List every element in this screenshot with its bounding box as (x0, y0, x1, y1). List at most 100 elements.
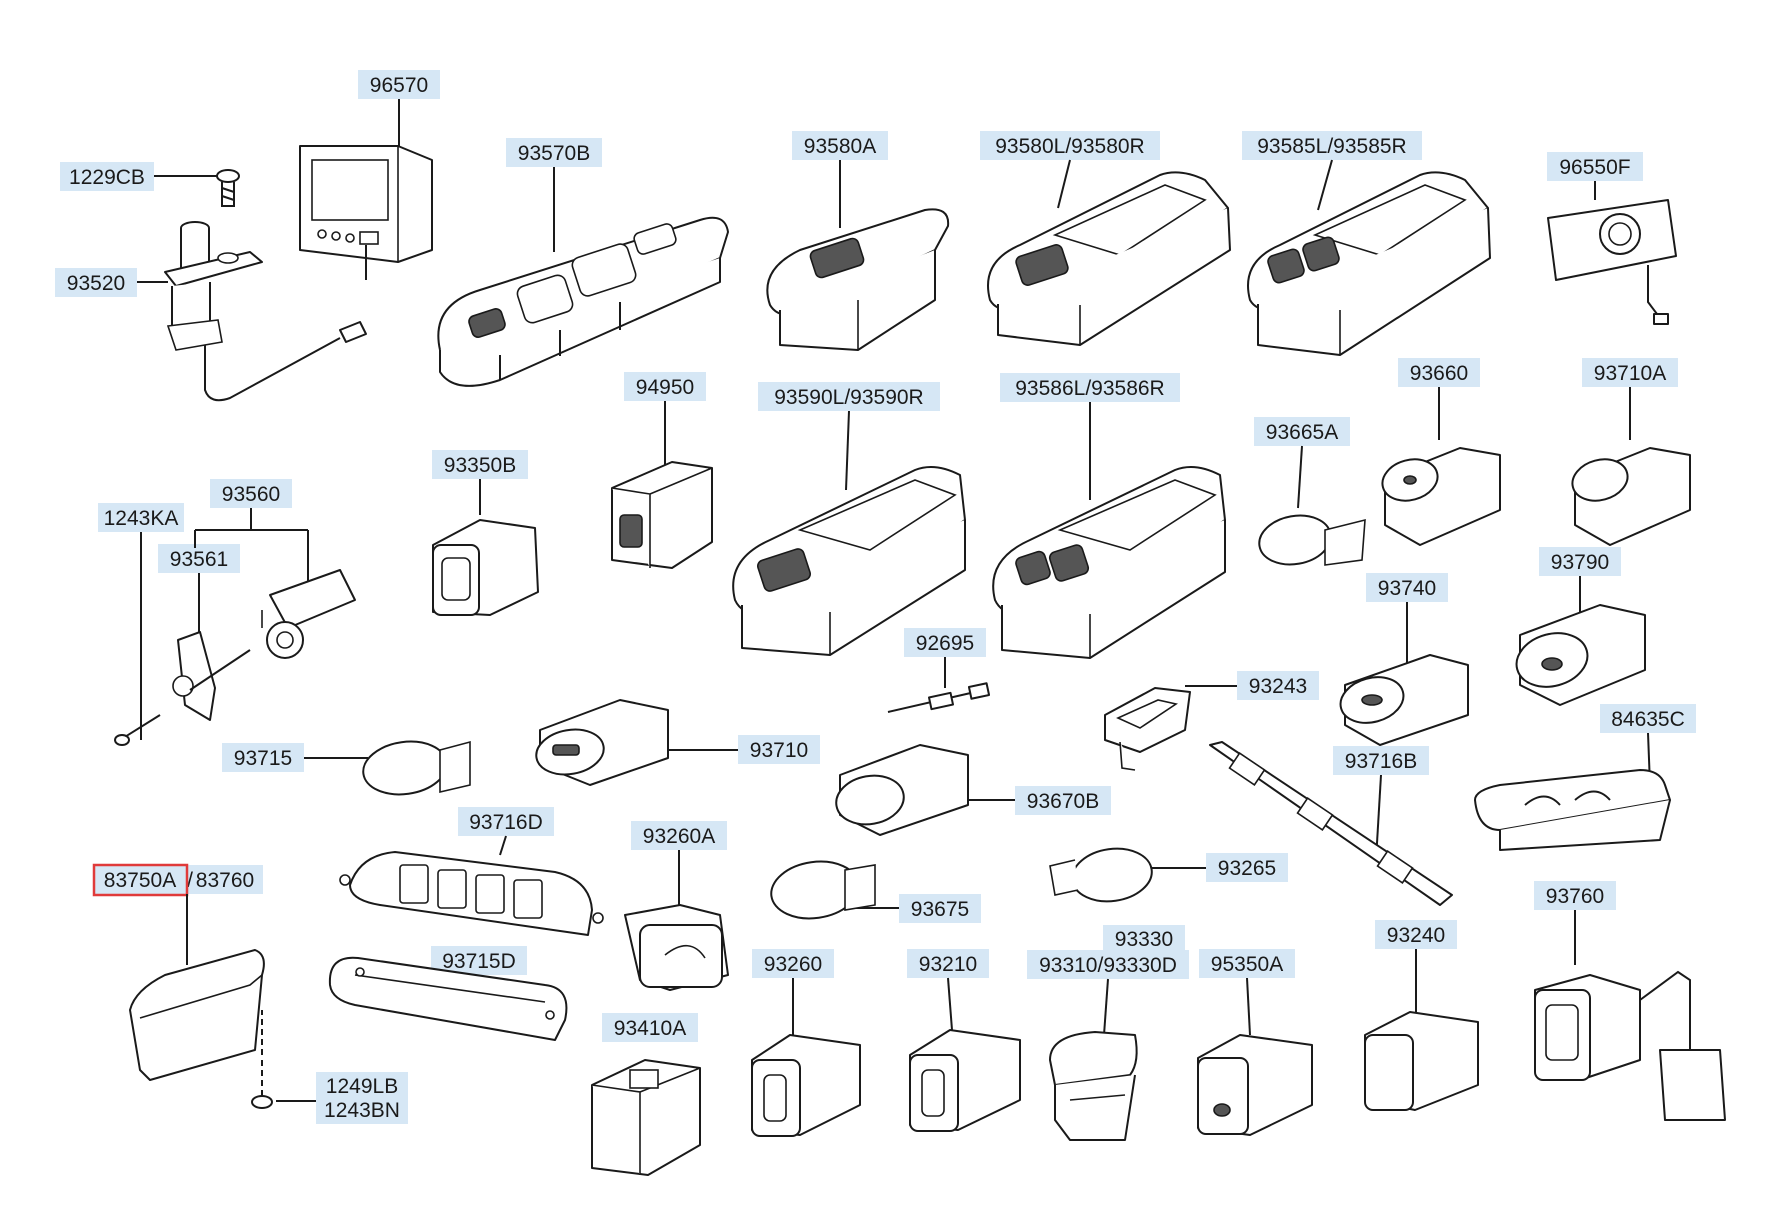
svg-text:93590L/93590R: 93590L/93590R (774, 386, 923, 409)
part-93670B-switch[interactable] (832, 744, 969, 836)
part-93660-switch[interactable] (1378, 447, 1501, 546)
part-93520-door-switch[interactable] (164, 221, 367, 402)
part-93350B-switch[interactable] (432, 519, 539, 616)
label-93265[interactable]: 93265 (1206, 853, 1288, 882)
part-93715D-bezel[interactable] (328, 956, 568, 1041)
part-83750A-83760-box[interactable] (129, 949, 265, 1081)
label-93560[interactable]: 93560 (210, 479, 292, 508)
part-93716B-plate[interactable] (1209, 741, 1453, 906)
part-93310-93330D-switch[interactable] (1049, 1031, 1138, 1141)
label-84635C[interactable]: 84635C (1600, 704, 1696, 733)
part-93240-switch[interactable] (1364, 1011, 1479, 1111)
label-93790[interactable]: 93790 (1539, 547, 1621, 576)
svg-text:93570B: 93570B (518, 142, 590, 165)
label-93260A[interactable]: 93260A (631, 821, 727, 850)
part-96550F-module[interactable] (1547, 199, 1677, 325)
part-93710-switch[interactable] (533, 699, 669, 786)
svg-text:96550F: 96550F (1559, 156, 1630, 179)
label-93330[interactable]: 93330 (1103, 925, 1185, 952)
svg-text:93675: 93675 (911, 898, 969, 921)
part-93260-switch[interactable] (751, 1034, 861, 1137)
label-93243[interactable]: 93243 (1237, 671, 1319, 700)
part-93265-cover[interactable] (1049, 844, 1155, 907)
label-93716B[interactable]: 93716B (1333, 746, 1429, 775)
label-93710A[interactable]: 93710A (1582, 358, 1678, 387)
label-93710[interactable]: 93710 (738, 735, 820, 764)
label-93590L-93590R[interactable]: 93590L/93590R (758, 382, 940, 411)
part-96570-display[interactable] (299, 145, 433, 280)
label-93586L-93586R[interactable]: 93586L/93586R (1000, 373, 1180, 402)
label-93760[interactable]: 93760 (1534, 881, 1616, 910)
label-1229CB[interactable]: 1229CB (60, 162, 154, 191)
label-93715[interactable]: 93715 (222, 743, 304, 772)
label-93570B[interactable]: 93570B (506, 138, 602, 167)
svg-text:93585L/93585R: 93585L/93585R (1257, 135, 1406, 158)
part-84635C-bezel[interactable] (1474, 769, 1671, 851)
label-93670B[interactable]: 93670B (1015, 786, 1111, 815)
label-93520[interactable]: 93520 (55, 268, 137, 297)
part-93590L-93590R-window-switch[interactable] (732, 465, 966, 656)
label-1249LB-1243BN[interactable]: 1249LB 1243BN (316, 1072, 408, 1124)
svg-text:96570: 96570 (370, 74, 428, 97)
label-93740[interactable]: 93740 (1366, 573, 1448, 602)
part-93675-cover[interactable] (768, 856, 876, 924)
part-93243-handle[interactable] (1104, 687, 1191, 771)
part-94950-switch[interactable] (611, 461, 713, 569)
label-94950[interactable]: 94950 (624, 372, 706, 401)
part-93790-switch[interactable] (1510, 604, 1646, 706)
label-93260[interactable]: 93260 (752, 949, 834, 978)
label-83750A-83760[interactable]: 83750A / 83760 (92, 863, 263, 897)
label-93410A[interactable]: 93410A (602, 1013, 698, 1042)
part-93710A-switch[interactable] (1568, 447, 1691, 546)
label-93665A[interactable]: 93665A (1254, 417, 1350, 446)
label-92695[interactable]: 92695 (904, 628, 986, 657)
part-1249LB-1243BN-screw[interactable] (251, 1010, 273, 1109)
label-93716D[interactable]: 93716D (458, 807, 554, 836)
svg-text:1243BN: 1243BN (324, 1099, 400, 1122)
svg-text:93716B: 93716B (1345, 750, 1417, 773)
part-93586L-93586R-window-switch[interactable] (992, 465, 1226, 659)
label-93580L-93580R[interactable]: 93580L/93580R (980, 131, 1160, 160)
label-93310-93330D[interactable]: 93310/93330D (1027, 950, 1189, 979)
svg-text:93790: 93790 (1551, 551, 1609, 574)
svg-text:93580L/93580R: 93580L/93580R (995, 135, 1144, 158)
label-93675[interactable]: 93675 (899, 894, 981, 923)
label-93580A[interactable]: 93580A (792, 131, 888, 160)
svg-text:93710A: 93710A (1594, 362, 1666, 385)
part-93560-lighter[interactable] (261, 569, 356, 659)
label-93561[interactable]: 93561 (158, 544, 240, 573)
part-93740-switch[interactable] (1335, 654, 1469, 746)
label-93350B[interactable]: 93350B (432, 450, 528, 479)
part-93585L-93585R-window-switch[interactable] (1247, 171, 1491, 356)
part-93410A-switch[interactable] (591, 1059, 701, 1176)
part-1243KA-screw[interactable] (114, 714, 161, 746)
part-93561-cover[interactable] (172, 631, 251, 721)
part-93580L-93580R-window-switch[interactable] (987, 171, 1231, 346)
svg-text:93715D: 93715D (442, 950, 516, 973)
part-92695-connector[interactable] (887, 682, 991, 713)
part-93570B-window-switch[interactable] (437, 216, 729, 387)
part-93210-switch[interactable] (909, 1029, 1021, 1132)
label-96550F[interactable]: 96550F (1547, 152, 1643, 181)
svg-text:93350B: 93350B (444, 454, 516, 477)
label-95350A[interactable]: 95350A (1199, 949, 1295, 978)
label-93715D[interactable]: 93715D (431, 946, 527, 975)
part-95350A-switch[interactable] (1197, 1034, 1313, 1136)
leader-lines (137, 99, 1651, 1102)
label-93585L-93585R[interactable]: 93585L/93585R (1242, 131, 1422, 160)
svg-text:93560: 93560 (222, 483, 280, 506)
label-1243KA[interactable]: 1243KA (98, 503, 184, 532)
part-93665A-cover[interactable] (1255, 510, 1366, 570)
part-93760-switch[interactable] (1534, 970, 1726, 1121)
part-93715-cover[interactable] (360, 736, 471, 799)
part-93260A-switch[interactable] (624, 904, 729, 991)
svg-text:93660: 93660 (1410, 362, 1468, 385)
label-93660[interactable]: 93660 (1398, 358, 1480, 387)
part-1229CB-screw[interactable] (216, 169, 240, 207)
label-93210[interactable]: 93210 (907, 949, 989, 978)
label-96570[interactable]: 96570 (358, 70, 440, 99)
label-93240[interactable]: 93240 (1375, 920, 1457, 949)
part-93716D-switch-panel[interactable] (339, 851, 604, 936)
part-93580A-window-switch[interactable] (766, 208, 950, 351)
svg-text:93670B: 93670B (1027, 790, 1099, 813)
